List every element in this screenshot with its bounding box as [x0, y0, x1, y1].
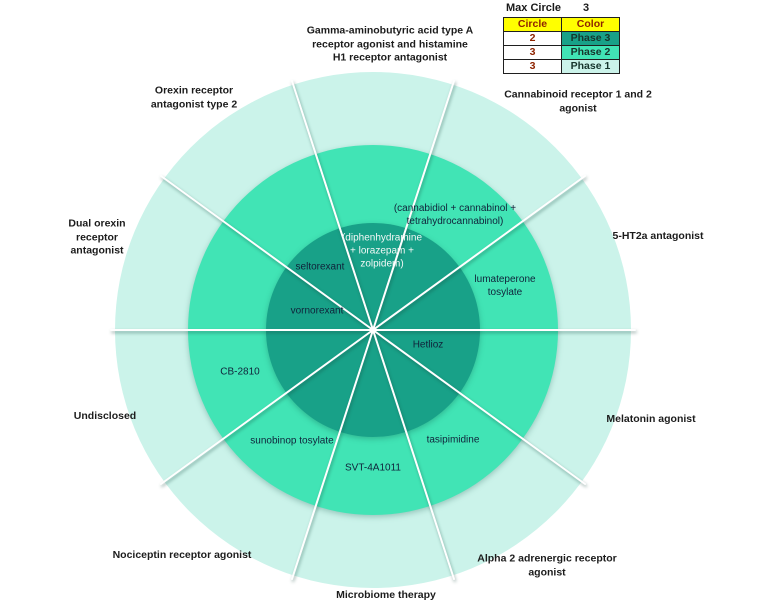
- category-label-undisclosed: Undisclosed: [73, 410, 137, 423]
- drug-label-lumateperone: lumateperone tosylate: [474, 274, 536, 298]
- legend-col-color: Color: [561, 17, 620, 32]
- category-label-alpha2: Alpha 2 adrenergic receptor agonist: [477, 552, 617, 578]
- legend-swatch-phase1: Phase 1: [561, 59, 620, 74]
- legend: Max Circle 3 Circle Color 2 Phase 3 3 Ph…: [503, 2, 625, 74]
- category-label-5ht2a: 5-HT2a antagonist: [612, 230, 704, 243]
- category-label-nociceptin: Nociceptin receptor agonist: [112, 549, 252, 562]
- sector-divider-line: [160, 175, 374, 331]
- center-dot: [369, 326, 377, 334]
- legend-swatch-phase2: Phase 2: [561, 45, 620, 60]
- legend-row-phase1: 3 Phase 1: [503, 59, 620, 74]
- legend-max-circle-value: 3: [583, 2, 590, 14]
- legend-max-circle-label: Max Circle: [506, 2, 562, 14]
- drug-label-diphenhydramine-combo: (diphenhydramine + lorazepam + zolpidem): [341, 232, 423, 270]
- legend-row-phase2: 3 Phase 2: [503, 45, 620, 60]
- drug-label-seltorexant: seltorexant: [295, 261, 345, 273]
- legend-row-phase3: 2 Phase 3: [503, 31, 620, 46]
- drug-label-vornorexant: vornorexant: [290, 305, 344, 317]
- legend-table: Circle Color 2 Phase 3 3 Phase 2 3 Phase…: [503, 17, 620, 74]
- category-label-gaba-h1: Gamma-aminobutyric acid type A receptor …: [306, 24, 474, 64]
- sector-divider-line: [160, 329, 374, 485]
- legend-circle-value-phase1: 3: [503, 59, 562, 74]
- legend-swatch-phase3: Phase 3: [561, 31, 620, 46]
- sector-divider-line: [372, 175, 586, 331]
- sector-divider-line: [372, 329, 455, 580]
- drug-label-tasipimidine: tasipimidine: [426, 434, 480, 446]
- category-label-orexin-type2: Orexin receptor antagonist type 2: [150, 84, 238, 110]
- sector-divider-lines: [110, 80, 636, 580]
- sector-divider-line: [291, 80, 374, 331]
- sector-divider-line: [291, 329, 374, 580]
- sector-divider-line: [372, 80, 455, 331]
- legend-col-circle: Circle: [503, 17, 562, 32]
- sector-divider-line: [372, 329, 586, 485]
- category-label-melatonin: Melatonin agonist: [606, 413, 696, 426]
- legend-circle-value-phase3: 2: [503, 31, 562, 46]
- drug-label-cannabidiol-combo: (cannabidiol + cannabinol + tetrahydroca…: [393, 203, 517, 227]
- drug-label-sunobinop: sunobinop tosylate: [250, 435, 334, 447]
- legend-header-row: Circle Color: [503, 17, 620, 32]
- legend-max-circle-row: Max Circle 3: [503, 2, 625, 15]
- category-label-microbiome: Microbiome therapy: [336, 589, 436, 602]
- drug-label-hetlioz: Hetlioz: [412, 339, 444, 351]
- category-label-dual-orexin: Dual orexin receptor antagonist: [68, 217, 126, 257]
- drug-label-cb-2810: CB-2810: [220, 366, 260, 378]
- legend-circle-value-phase2: 3: [503, 45, 562, 60]
- category-label-cannabinoid: Cannabinoid receptor 1 and 2 agonist: [504, 88, 652, 114]
- drug-label-svt-4a1011: SVT-4A1011: [345, 462, 401, 474]
